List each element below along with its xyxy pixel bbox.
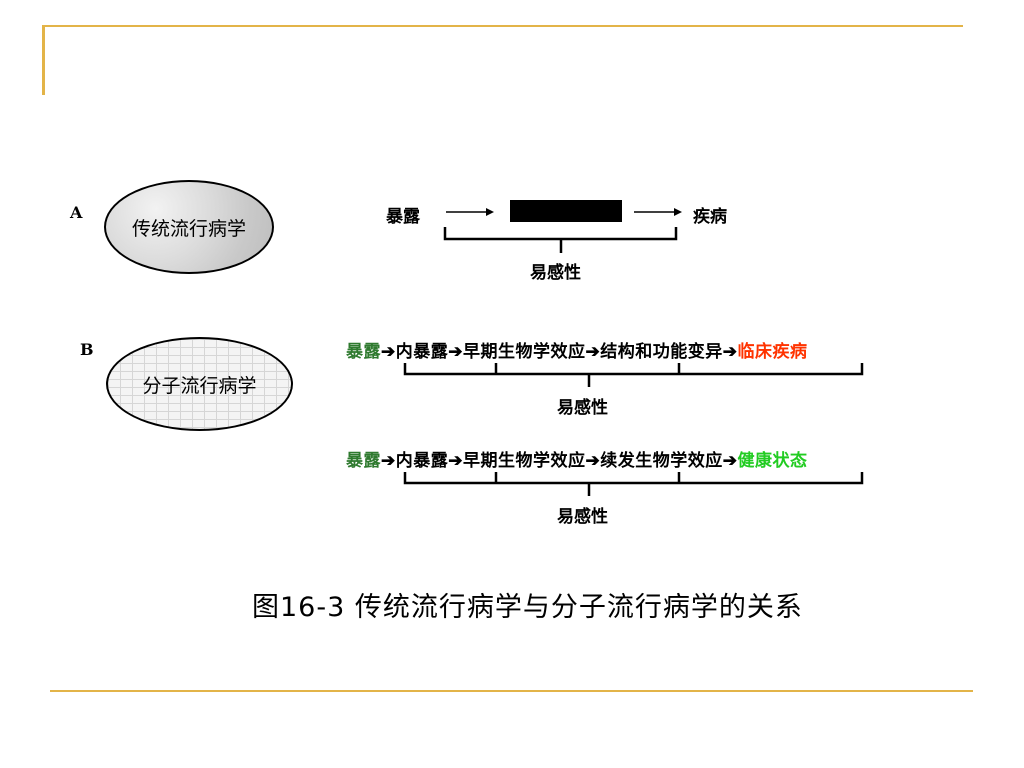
chain-2-susceptibility-bracket <box>403 472 864 496</box>
chain-2-secondary-effect: 续发生物学效应 <box>600 451 723 471</box>
arrow-icon: ➔ <box>448 342 463 362</box>
panel-a-susceptibility-bracket <box>443 227 678 253</box>
bottom-accent-line <box>50 690 973 692</box>
arrow-icon: ➔ <box>585 451 601 471</box>
chain-2-exposure: 暴露 <box>346 451 381 471</box>
panel-a-label: A <box>70 203 83 222</box>
chain-2: 暴露➔内暴露➔早期生物学效应➔续发生物学效应➔健康状态 <box>346 446 808 471</box>
chain-1: 暴露➔内暴露➔早期生物学效应➔结构和功能变异➔临床疾病 <box>346 337 808 362</box>
panel-a-susceptibility: 易感性 <box>530 263 581 283</box>
arrow-icon: ➔ <box>722 451 738 471</box>
chain-1-susceptibility-bracket <box>403 363 864 387</box>
molecular-epidemiology-label: 分子流行病学 <box>142 374 257 397</box>
chain-1-internal-exposure: 内暴露 <box>395 342 449 362</box>
arrow-icon: ➔ <box>381 342 396 362</box>
arrow-icon: ➔ <box>448 451 463 471</box>
chain-2-internal-exposure: 内暴露 <box>395 451 449 471</box>
chain-1-susceptibility: 易感性 <box>557 398 608 418</box>
arrow-icon: ➔ <box>722 342 738 362</box>
panel-b-label: B <box>80 340 94 359</box>
traditional-epidemiology-ellipse: 传统流行病学 <box>104 180 274 274</box>
traditional-epidemiology-label: 传统流行病学 <box>131 217 246 240</box>
chain-1-clinical-disease: 临床疾病 <box>737 342 808 362</box>
chain-2-early-effect: 早期生物学效应 <box>463 451 586 471</box>
arrow-icon: ➔ <box>381 451 396 471</box>
black-box-block <box>510 200 622 222</box>
chain-1-exposure: 暴露 <box>346 342 381 362</box>
left-accent-line <box>42 25 45 95</box>
panel-a-arrow-2 <box>634 208 682 216</box>
chain-2-susceptibility: 易感性 <box>557 507 608 527</box>
chain-1-early-effect: 早期生物学效应 <box>463 342 586 362</box>
panel-a-disease: 疾病 <box>693 207 727 227</box>
panel-a-arrow-1 <box>446 208 494 216</box>
figure-caption: 图16-3 传统流行病学与分子流行病学的关系 <box>252 592 803 623</box>
chain-2-health-status: 健康状态 <box>737 451 808 471</box>
panel-a-exposure: 暴露 <box>386 207 420 227</box>
molecular-epidemiology-ellipse: 分子流行病学 <box>106 337 293 431</box>
arrow-icon: ➔ <box>585 342 601 362</box>
chain-1-structural-variation: 结构和功能变异 <box>600 342 723 362</box>
top-accent-line <box>42 25 963 27</box>
